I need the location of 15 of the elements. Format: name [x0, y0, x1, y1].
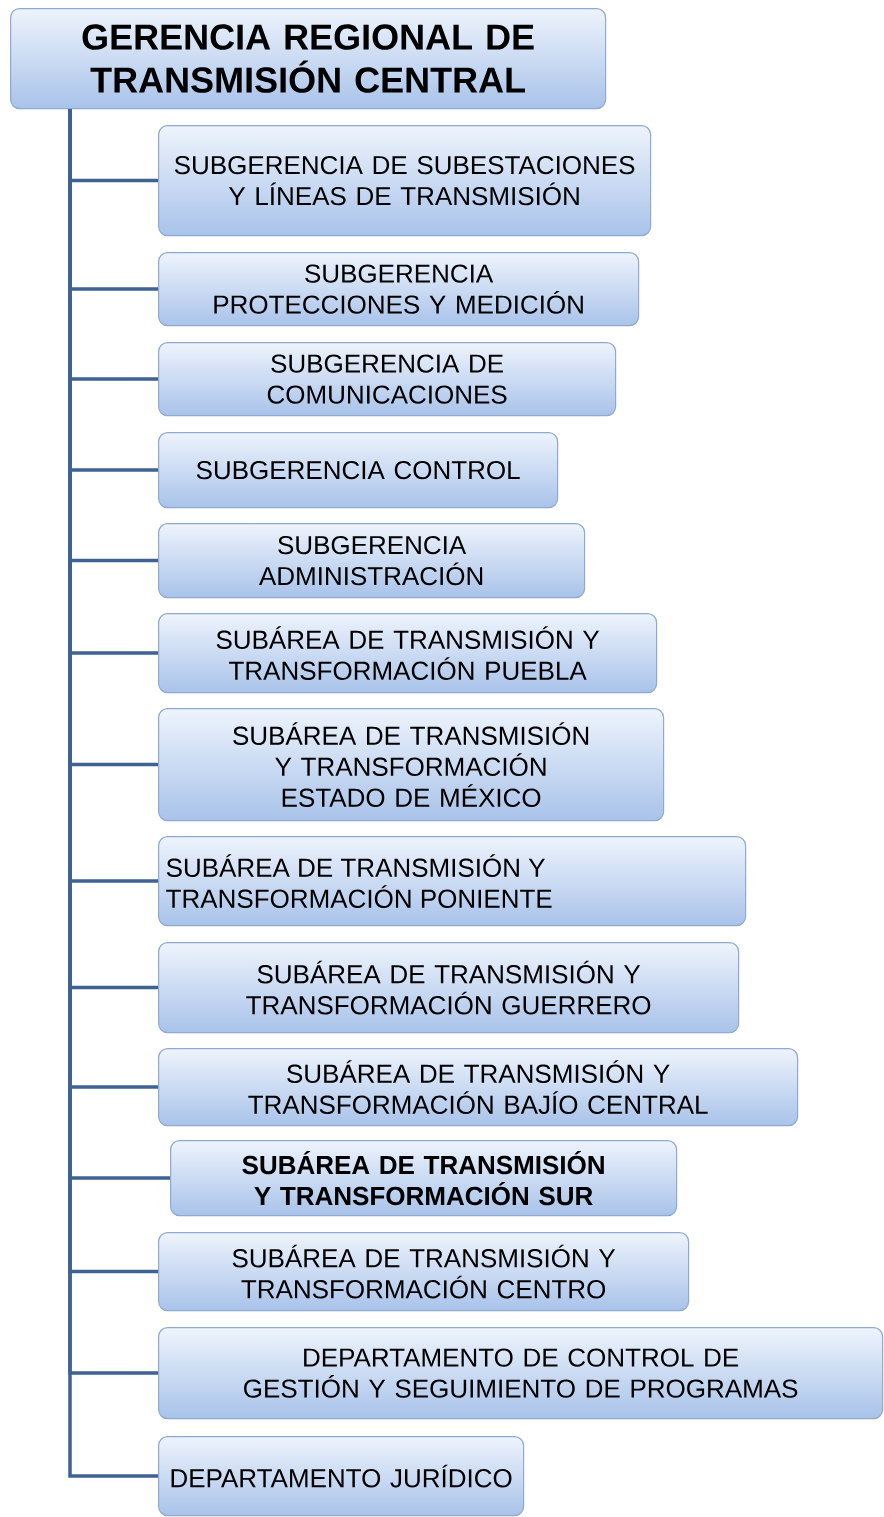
department-box: DEPARTAMENTO JURÍDICO	[158, 1436, 525, 1517]
department-box: SUBÁREA DE TRANSMISIÓN Y TRANSFORMACIÓN CENTRO	[158, 1232, 690, 1312]
department-box: SUBGERENCIA PROTECCIONES Y MEDICIÓN	[158, 252, 640, 327]
department-box: SUBÁREA DE TRANSMISIÓN Y TRANSFORMACIÓN GUERRERO	[158, 942, 740, 1034]
department-box: SUBÁREA DE TRANSMISIÓN Y TRANSFORMACIÓN PONIENTE	[158, 836, 747, 927]
title-box: GERENCIA REGIONAL DE TRANSMISIÓN CENTRAL	[10, 8, 607, 110]
department-box: SUBGERENCIA DE SUBESTACIONES Y LÍNEAS DE TRANSMISIÓN	[158, 125, 652, 237]
department-box: DEPARTAMENTO DE CONTROL DE GESTIÓN Y SEGUIMIENTO DE PROGRAMAS	[158, 1327, 884, 1420]
department-box: SUBGERENCIA DE COMUNICACIONES	[158, 342, 617, 417]
department-box: SUBGERENCIA ADMINISTRACIÓN	[158, 523, 586, 599]
department-box: SUBGERENCIA CONTROL	[158, 432, 559, 509]
department-box: SUBÁREA DE TRANSMISIÓN Y TRANSFORMACIÓN ESTADO DE MÉXICO	[158, 708, 665, 822]
department-box: SUBÁREA DE TRANSMISIÓN Y TRANSFORMACIÓN BAJÍO CENTRAL	[158, 1048, 799, 1127]
department-box: SUBÁREA DE TRANSMISIÓN Y TRANSFORMACIÓN SUR	[170, 1140, 678, 1217]
department-box: SUBÁREA DE TRANSMISIÓN Y TRANSFORMACIÓN PUEBLA	[158, 613, 658, 694]
